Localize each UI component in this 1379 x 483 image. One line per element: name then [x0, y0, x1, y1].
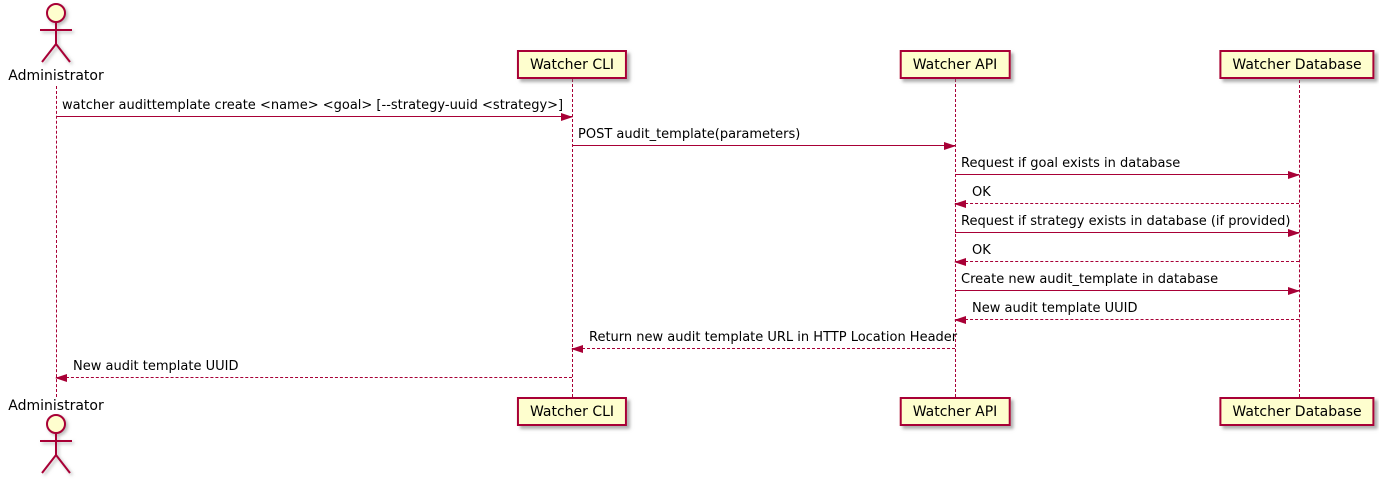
message-label: New audit template UUID: [972, 301, 1138, 316]
participant-watcher-api-bottom: Watcher API: [899, 397, 1011, 426]
arrowhead-icon: [55, 374, 67, 382]
message-request-strategy-exists: Request if strategy exists in database (…: [955, 214, 1300, 240]
lifeline-watcher-cli: [572, 79, 573, 397]
message-label: OK: [972, 185, 991, 200]
message-new-uuid-to-admin: New audit template UUID: [55, 359, 572, 385]
arrowhead-icon: [954, 258, 966, 266]
arrowhead-icon: [561, 113, 573, 121]
arrowhead-icon: [954, 316, 966, 324]
arrowhead-icon: [1288, 171, 1300, 179]
participant-watcher-api-top: Watcher API: [899, 50, 1011, 79]
lifeline-watcher-database: [1299, 80, 1300, 397]
message-arrow: [955, 229, 1300, 237]
lifeline-watcher-api: [955, 79, 956, 397]
participant-watcher-cli-top: Watcher CLI: [516, 50, 628, 79]
message-label: POST audit_template(parameters): [578, 127, 801, 142]
message-arrow: [571, 345, 955, 353]
message-label: Request if goal exists in database: [961, 156, 1181, 171]
message-arrow: [955, 171, 1300, 179]
actor-label-bottom: Administrator: [8, 398, 104, 414]
message-return-url-location-header: Return new audit template URL in HTTP Lo…: [571, 330, 958, 356]
participant-watcher-database-bottom: Watcher Database: [1219, 397, 1375, 426]
participant-watcher-database-top: Watcher Database: [1219, 50, 1375, 79]
message-arrow: [572, 142, 956, 150]
message-label: watcher audittemplate create <name> <goa…: [62, 98, 564, 113]
actor-label-top: Administrator: [8, 68, 104, 84]
actor-icon: [40, 414, 72, 474]
message-label: Request if strategy exists in database (…: [961, 214, 1291, 229]
message-post-audit-template: POST audit_template(parameters): [572, 127, 956, 153]
message-label: Return new audit template URL in HTTP Lo…: [589, 330, 958, 345]
message-label: New audit template UUID: [73, 359, 239, 374]
message-ok-strategy: OK: [954, 243, 1299, 269]
participant-watcher-cli-bottom: Watcher CLI: [516, 397, 628, 426]
message-arrow: [955, 287, 1300, 295]
arrowhead-icon: [1288, 287, 1300, 295]
message-new-uuid-from-db: New audit template UUID: [954, 301, 1299, 327]
lifeline-administrator: [56, 86, 57, 397]
arrowhead-icon: [571, 345, 583, 353]
message-request-goal-exists: Request if goal exists in database: [955, 156, 1300, 182]
actor-icon: [40, 3, 72, 63]
message-arrow: [55, 374, 572, 382]
message-create-audittemplate: watcher audittemplate create <name> <goa…: [56, 98, 573, 124]
message-arrow: [56, 113, 573, 121]
arrowhead-icon: [954, 200, 966, 208]
message-label: OK: [972, 243, 991, 258]
message-arrow: [954, 200, 1299, 208]
message-label: Create new audit_template in database: [961, 272, 1219, 287]
message-create-audit-template-db: Create new audit_template in database: [955, 272, 1300, 298]
arrowhead-icon: [1288, 229, 1300, 237]
arrowhead-icon: [944, 142, 956, 150]
message-arrow: [954, 316, 1299, 324]
message-arrow: [954, 258, 1299, 266]
message-ok-goal: OK: [954, 185, 1299, 211]
